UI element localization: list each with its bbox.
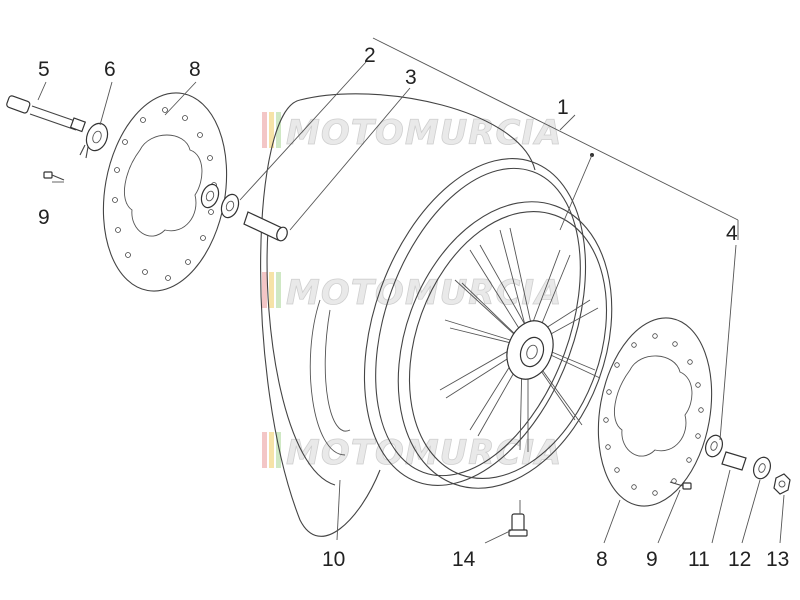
tire-valve (508, 513, 528, 537)
watermark-bottom: MOTOMURCIA (262, 432, 562, 473)
wheel-rim (363, 158, 613, 489)
callout-4: 4 (726, 222, 738, 245)
callout-14: 14 (452, 548, 476, 571)
callout-2: 2 (364, 44, 376, 67)
bearings-left (200, 183, 240, 219)
callout-11: 11 (688, 548, 710, 571)
bearing-right (704, 434, 724, 458)
watermark-top: MOTOMURCIA (262, 112, 562, 153)
callout-6: 6 (104, 58, 116, 81)
watermark-text: MOTOMURCIA (286, 113, 562, 153)
callout-8-left: 8 (189, 58, 201, 81)
callout-9-right: 9 (646, 548, 658, 571)
callout-12: 12 (728, 548, 751, 571)
brake-disc-right (597, 317, 713, 507)
tire (260, 93, 536, 537)
bolt-left (43, 171, 65, 181)
callout-9-left: 9 (38, 206, 50, 229)
washer (752, 456, 772, 480)
callout-13: 13 (766, 548, 789, 571)
callout-5: 5 (38, 58, 50, 81)
leader-lines (37, 37, 785, 544)
callout-1: 1 (557, 96, 569, 119)
spacer-right (721, 451, 747, 471)
callout-10: 10 (322, 548, 345, 571)
callout-8-right: 8 (596, 548, 608, 571)
callout-3: 3 (405, 66, 417, 89)
bolt-right (669, 481, 692, 490)
callouts: 1 2 3 4 5 6 8 9 10 14 8 9 11 12 13 (38, 44, 789, 571)
spacer (243, 211, 288, 242)
watermark-text: MOTOMURCIA (286, 433, 562, 473)
axle (6, 95, 87, 133)
nut (773, 473, 791, 495)
speedometer-drive (79, 122, 109, 159)
